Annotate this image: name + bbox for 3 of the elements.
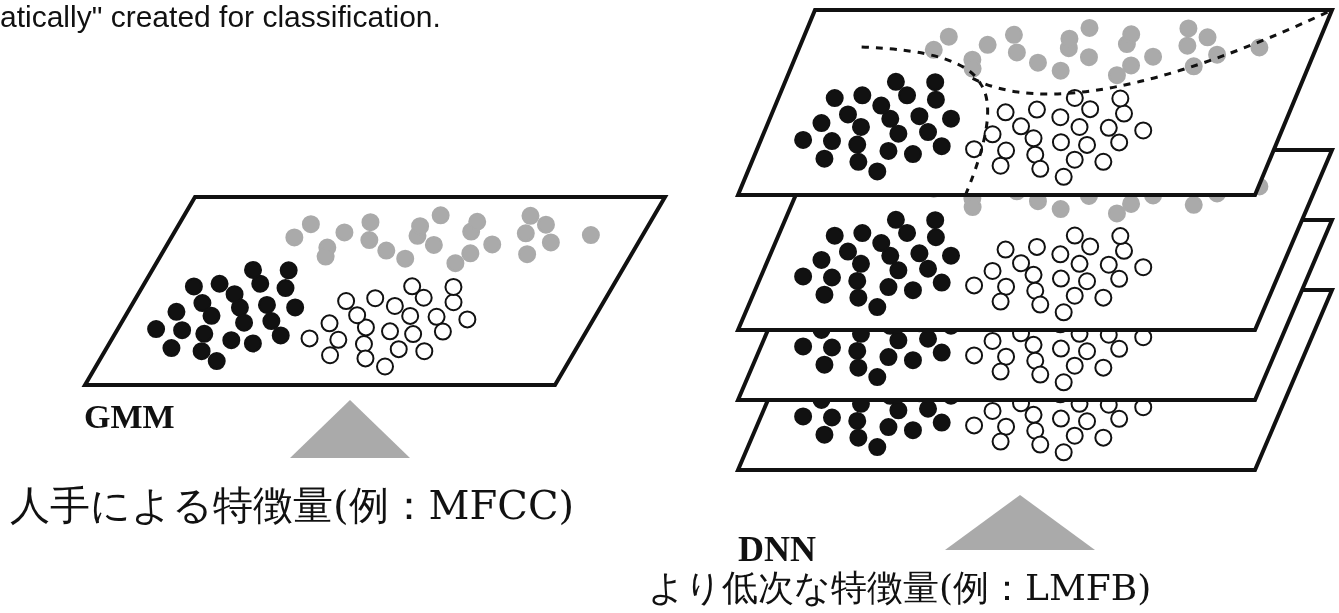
feature-label: 人手による特徴量(例：MFCC) (10, 481, 575, 530)
heading-text: atically" created for classification. (0, 0, 441, 34)
model-label: GMM (84, 398, 175, 436)
